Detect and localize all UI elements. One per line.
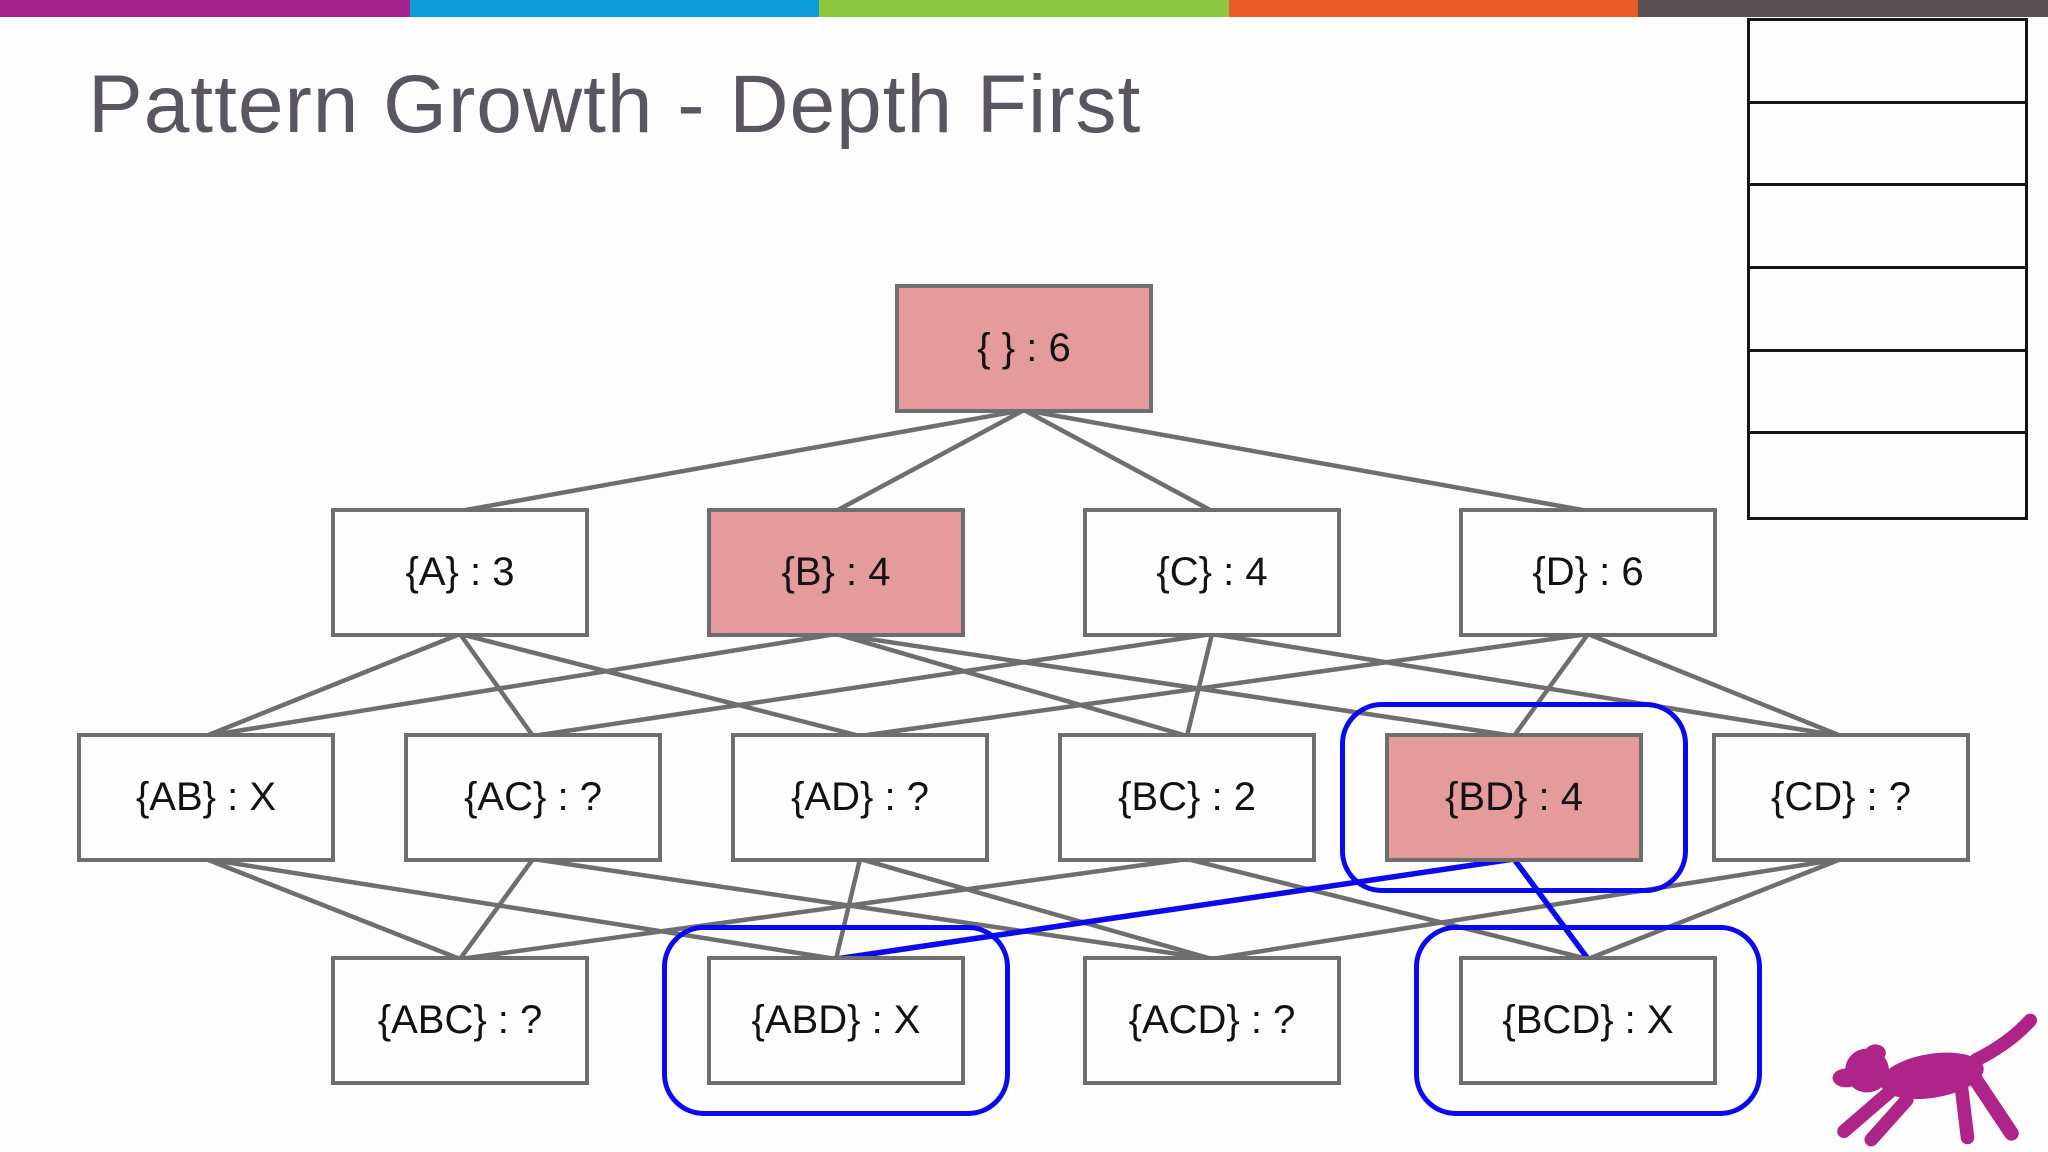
node-label: {ABD} : X: [751, 998, 921, 1042]
bar-segment-gray: [1638, 0, 2048, 17]
bar-segment-green: [819, 0, 1229, 17]
bar-segment-magenta: [0, 0, 410, 17]
top-accent-bar: [0, 0, 2048, 17]
side-table-cell: [1750, 186, 2025, 269]
node-label: {BD} : 4: [1445, 775, 1583, 819]
node-label: {AC} : ?: [464, 775, 602, 819]
bar-segment-orange: [1228, 0, 1639, 17]
side-table: [1747, 18, 2028, 520]
node-label: {B} : 4: [781, 550, 891, 594]
node-label: {A} : 3: [405, 550, 515, 594]
node-abd: {ABD} : X: [662, 925, 1010, 1116]
node-b: {B} : 4: [707, 508, 965, 637]
node-label: {ABC} : ?: [377, 998, 543, 1042]
node-bcd: {BCD} : X: [1414, 925, 1762, 1116]
bar-segment-blue: [409, 0, 820, 17]
node-label: {BCD} : X: [1502, 998, 1674, 1042]
node-ab: {AB} : X: [77, 733, 335, 862]
node-cd: {CD} : ?: [1712, 733, 1970, 862]
node-label: {AD} : ?: [791, 775, 929, 819]
page-title: Pattern Growth - Depth First: [88, 59, 1142, 150]
node-d: {D} : 6: [1459, 508, 1717, 637]
node-c: {C} : 4: [1083, 508, 1341, 637]
node-acd: {ACD} : ?: [1083, 956, 1341, 1085]
node-bd: {BD} : 4: [1340, 702, 1688, 893]
node-a: {A} : 3: [331, 508, 589, 637]
side-table-cell: [1750, 434, 2025, 517]
node-ac: {AC} : ?: [404, 733, 662, 862]
node-bc: {BC} : 2: [1058, 733, 1316, 862]
side-table-cell: [1750, 352, 2025, 435]
node-abc: {ABC} : ?: [331, 956, 589, 1085]
node-label: {C} : 4: [1156, 550, 1268, 594]
node-label: { } : 6: [977, 326, 1071, 370]
node-label: {AB} : X: [135, 775, 277, 819]
side-table-cell: [1750, 21, 2025, 104]
node-empty-set: { } : 6: [895, 284, 1153, 413]
side-table-cell: [1750, 104, 2025, 187]
node-label: {CD} : ?: [1770, 775, 1912, 819]
dog-logo: [1832, 1013, 2038, 1147]
node-label: {BC} : 2: [1118, 775, 1256, 819]
node-label: {D} : 6: [1532, 550, 1644, 594]
side-table-cell: [1750, 269, 2025, 352]
node-label: {ACD} : ?: [1128, 998, 1296, 1042]
node-ad: {AD} : ?: [731, 733, 989, 862]
